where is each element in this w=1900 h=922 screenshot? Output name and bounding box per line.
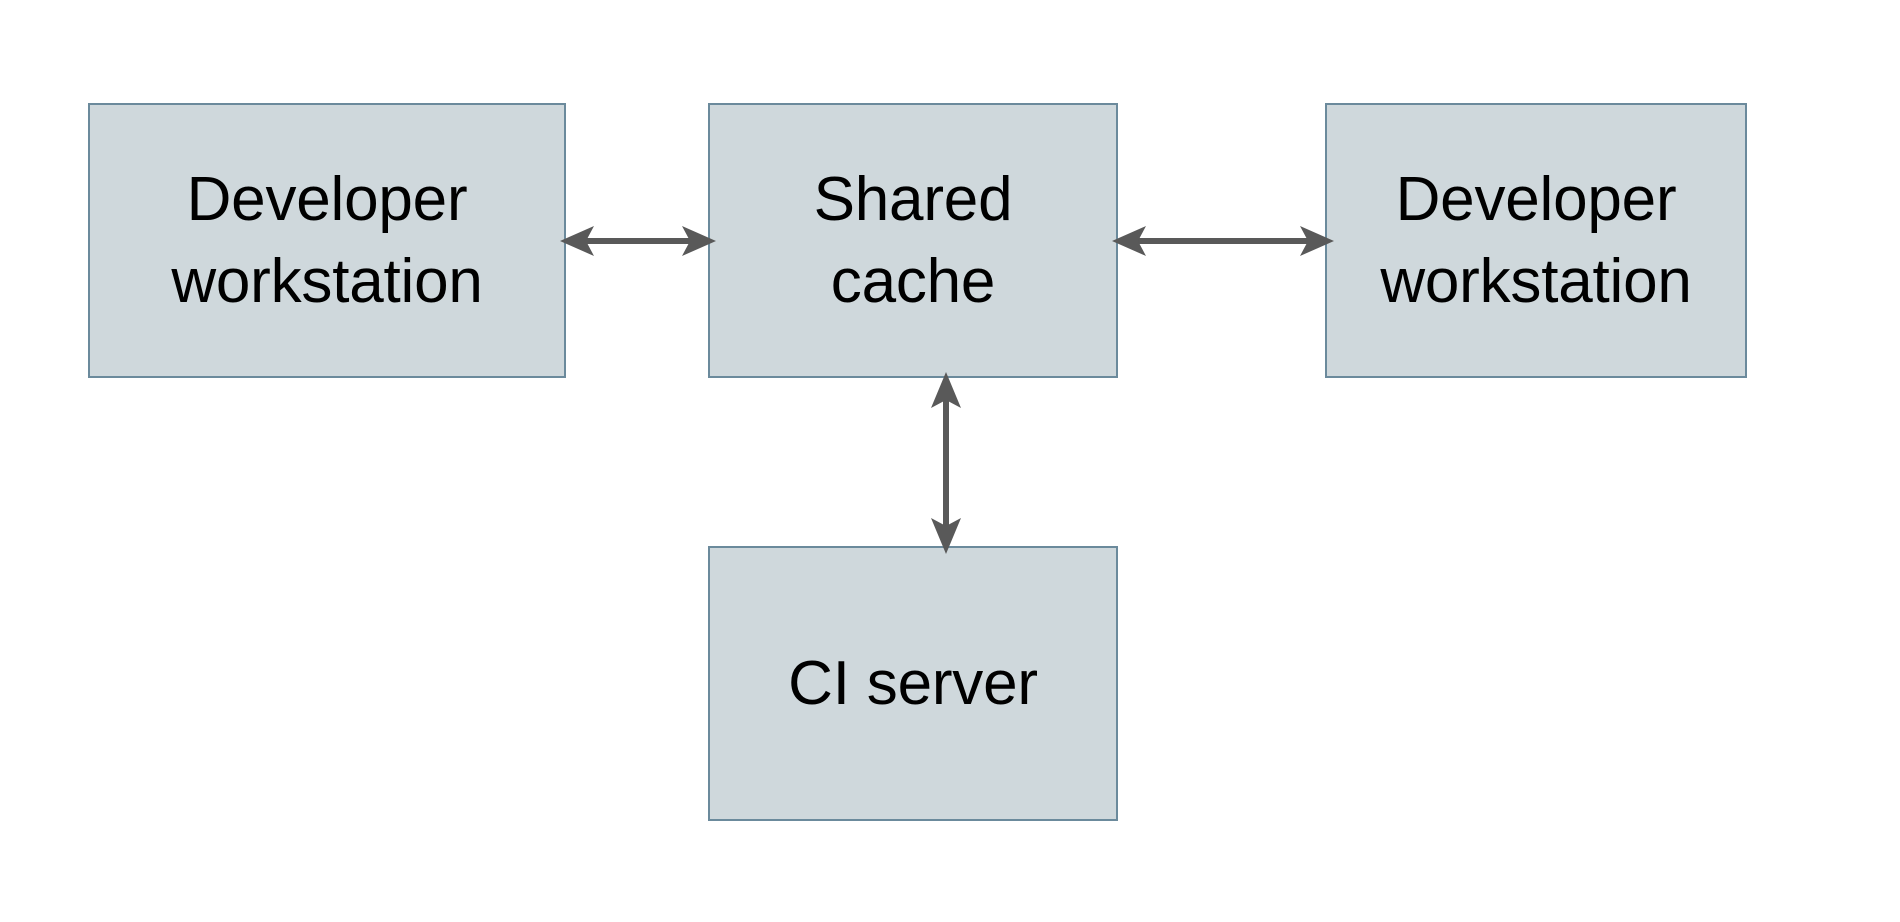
arrowhead-right-icon (1300, 226, 1334, 256)
node-ci-server[interactable]: CI server (708, 546, 1118, 821)
node-label: Developer workstation (1380, 164, 1692, 316)
node-label: Shared cache (813, 164, 1013, 316)
connector-left-workstation-to-shared-cache (560, 226, 716, 256)
arrowhead-down-icon (931, 518, 961, 554)
node-label: Developer workstation (171, 164, 483, 316)
node-developer-workstation-left[interactable]: Developer workstation (88, 103, 566, 378)
arrowhead-up-icon (931, 372, 961, 408)
arrowhead-left-icon (560, 226, 594, 256)
connector-shared-cache-to-right-workstation (1112, 226, 1334, 256)
node-label: CI server (788, 648, 1038, 718)
node-shared-cache[interactable]: Shared cache (708, 103, 1118, 378)
arrowhead-right-icon (682, 226, 716, 256)
node-developer-workstation-right[interactable]: Developer workstation (1325, 103, 1747, 378)
connector-shared-cache-to-ci-server (931, 372, 961, 554)
arrowhead-left-icon (1112, 226, 1146, 256)
